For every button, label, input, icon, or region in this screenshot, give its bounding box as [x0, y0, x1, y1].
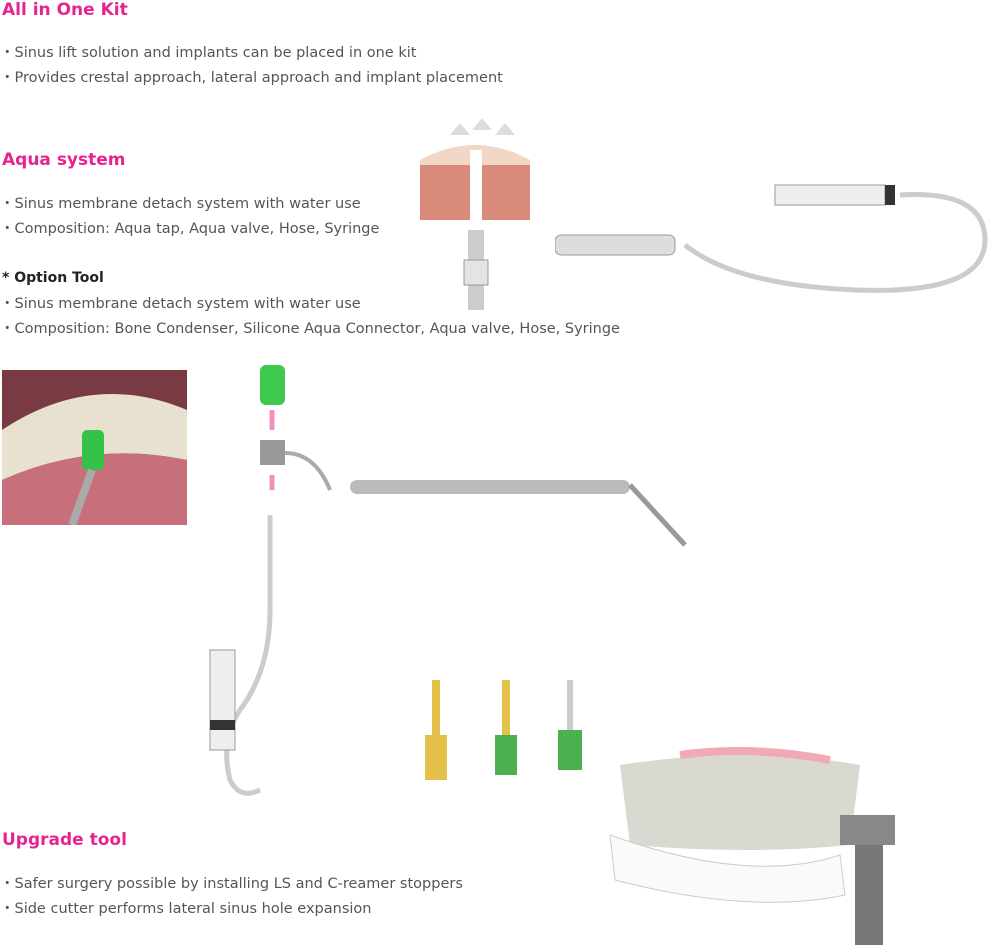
list-item: Composition: Bone Condenser, Silicone Aq… — [0, 317, 620, 342]
heading-aqua-system: Aqua system — [2, 150, 126, 170]
bone-condenser-illustration — [260, 365, 687, 547]
option-list: Sinus membrane detach system with water … — [0, 292, 620, 342]
jaw-model-illustration — [609, 747, 895, 945]
list-item: Safer surgery possible by installing LS … — [0, 872, 463, 897]
sinus-cross-section-illustration — [2, 370, 187, 525]
heading-all-in-one-kit: All in One Kit — [2, 0, 128, 20]
bone-aqua-tap-illustration — [420, 118, 530, 310]
stoppers-illustration — [425, 680, 582, 780]
syringe-hose-illustration — [209, 515, 273, 796]
list-item: Sinus lift solution and implants can be … — [0, 41, 503, 66]
list-item: Sinus membrane detach system with water … — [0, 292, 620, 317]
list-item: Side cutter performs lateral sinus hole … — [0, 897, 463, 922]
option-tool-title: * Option Tool — [2, 270, 104, 286]
list-item: Composition: Aqua tap, Aqua valve, Hose,… — [0, 217, 380, 242]
heading-upgrade-tool: Upgrade tool — [2, 830, 127, 850]
aqua-list: Sinus membrane detach system with water … — [0, 192, 380, 242]
list-item: Sinus membrane detach system with water … — [0, 192, 379, 217]
all-in-one-list: Sinus lift solution and implants can be … — [0, 41, 503, 91]
aqua-syringe-hose-illustration — [555, 184, 988, 293]
upgrade-list: Safer surgery possible by installing LS … — [0, 872, 463, 922]
list-item: Provides crestal approach, lateral appro… — [0, 66, 503, 91]
